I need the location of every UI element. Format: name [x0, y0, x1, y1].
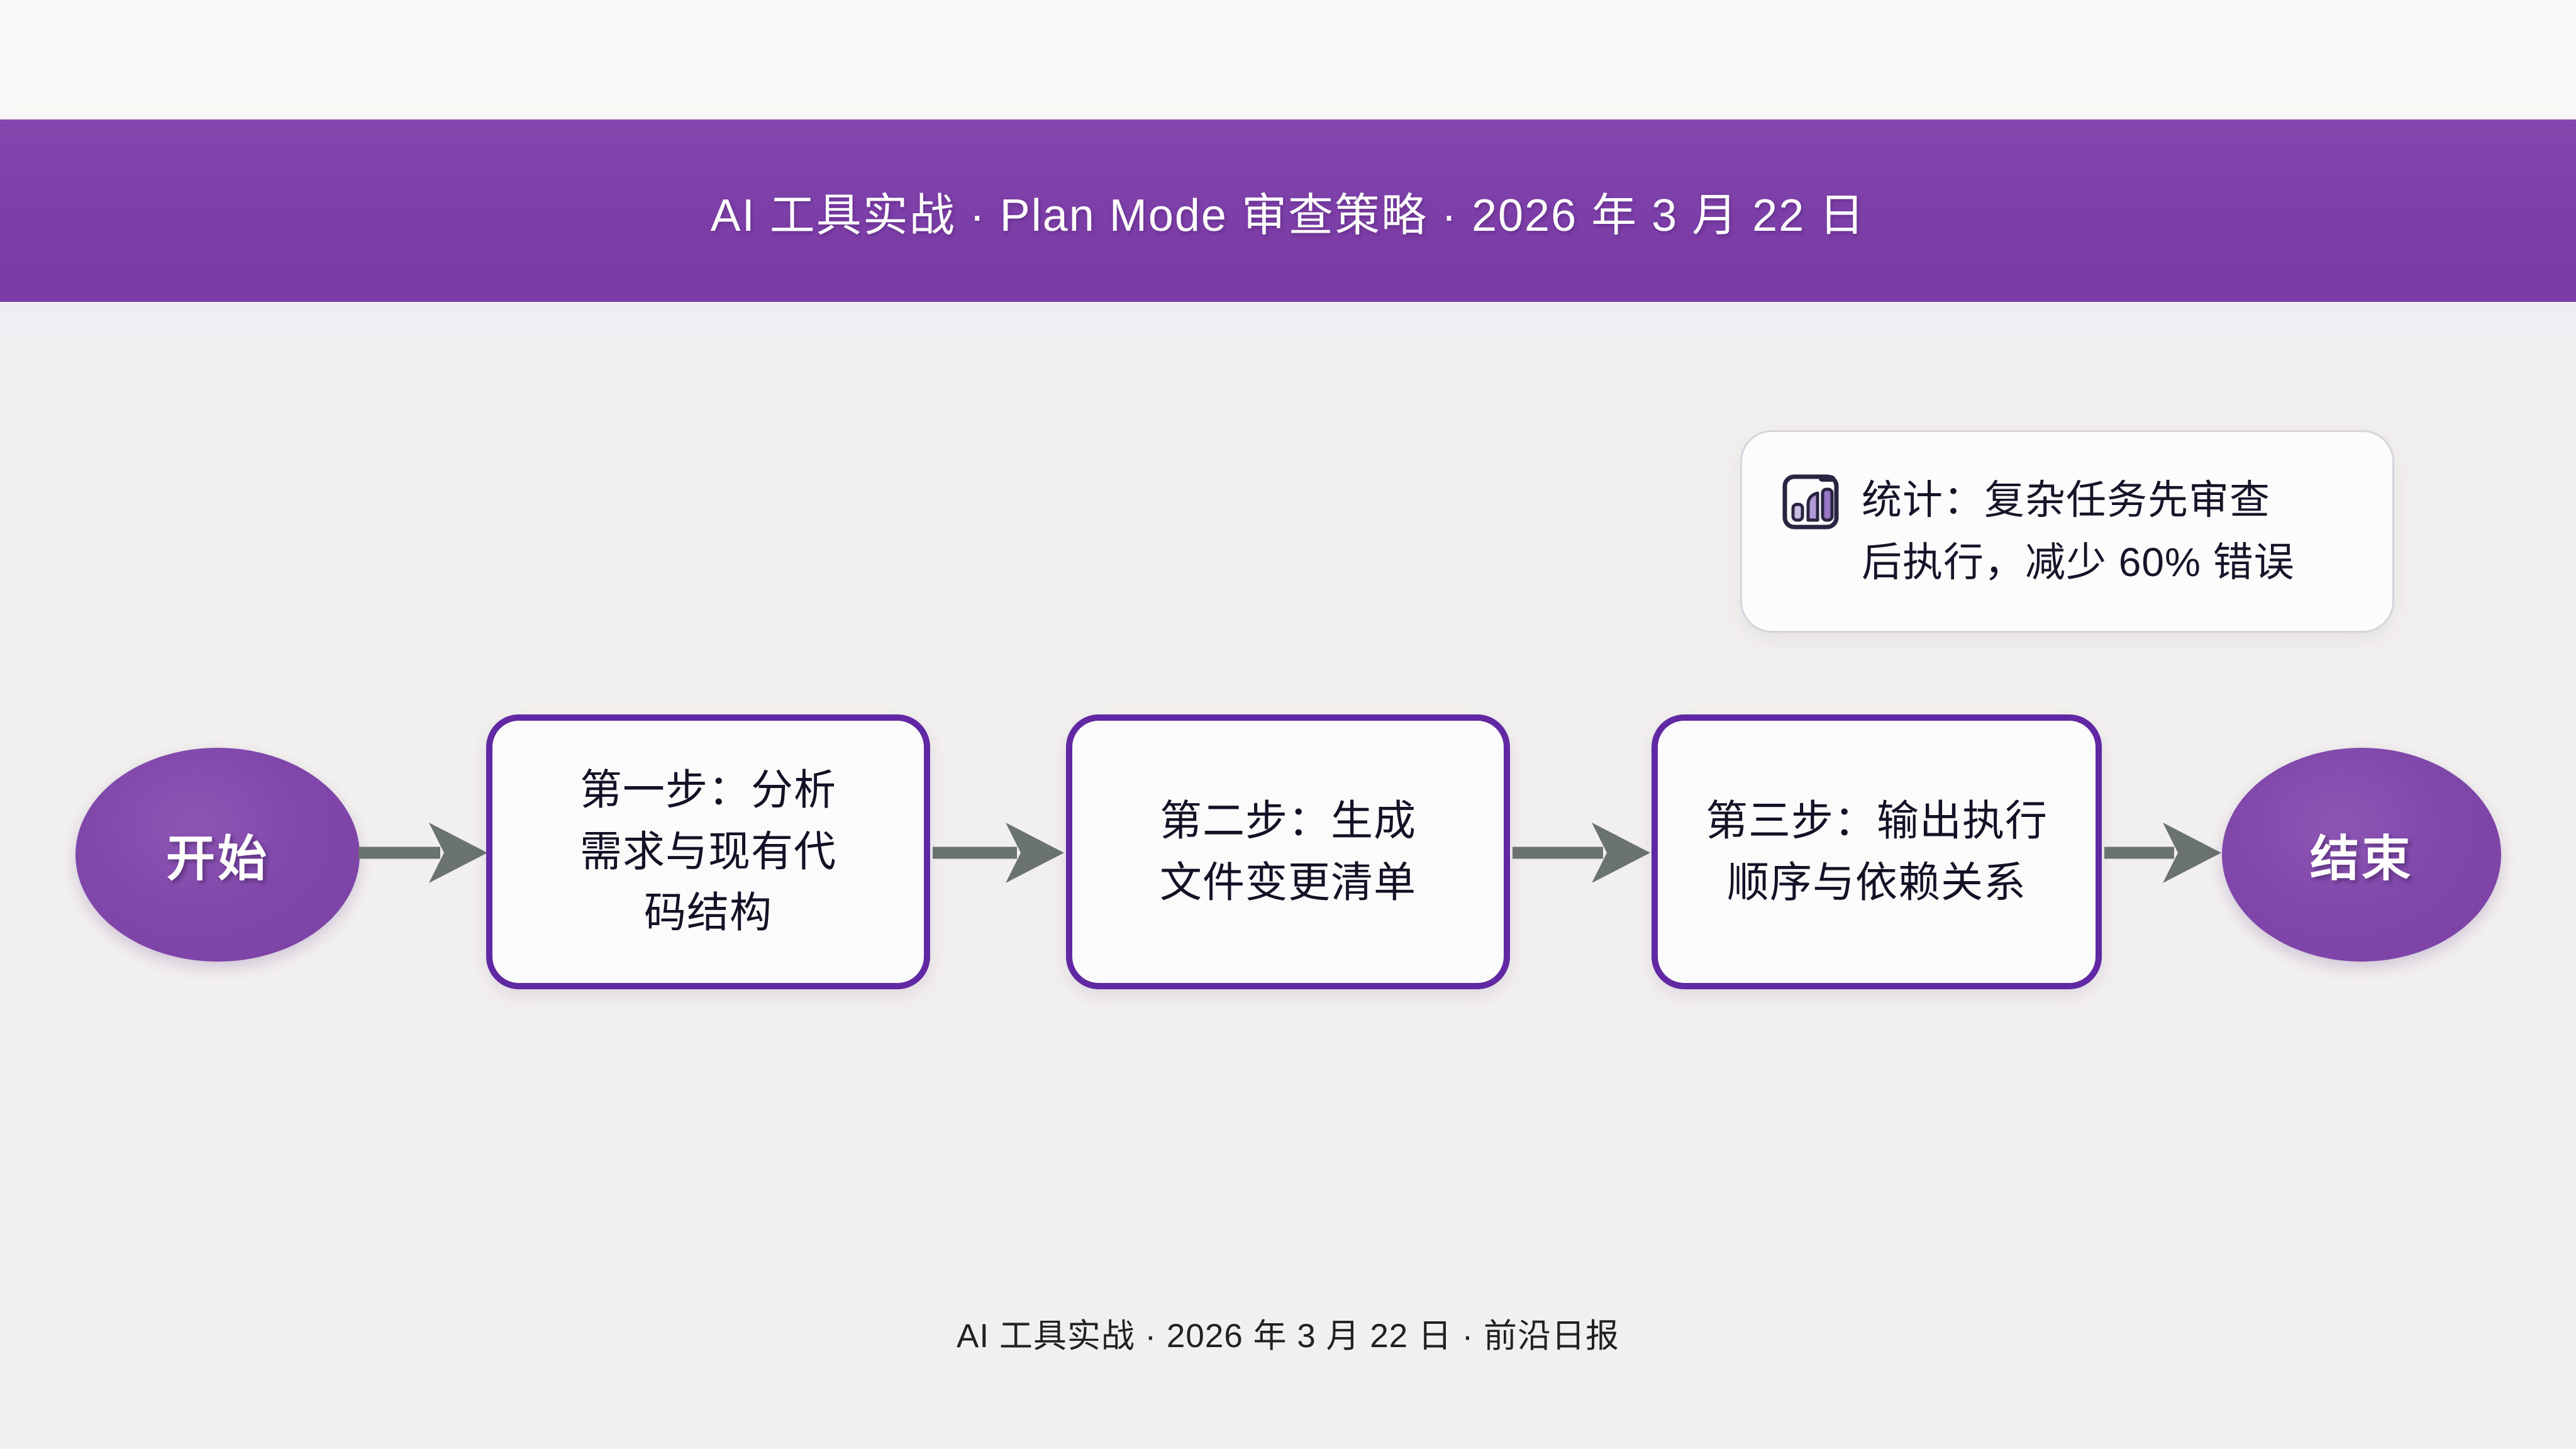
stats-line: 后执行，减少 60% 错误: [1862, 540, 2295, 585]
top-strip: [0, 0, 2576, 119]
step-1-line: 第一步：分析: [580, 766, 836, 814]
bar-chart-icon: [1782, 474, 1839, 530]
footer-caption: AI 工具实战 · 2026 年 3 月 22 日 · 前沿日报: [957, 1318, 1619, 1355]
step-3-line: 顺序与依赖关系: [1727, 858, 2026, 906]
step-2-node: 第二步：生成 文件变更清单: [1066, 714, 1510, 989]
flow-arrow-4: [2104, 815, 2221, 891]
step-3-node: 第三步：输出执行 顺序与依赖关系: [1652, 714, 2102, 989]
step-2-line: 文件变更清单: [1160, 858, 1416, 906]
start-node-label: 开始: [165, 831, 269, 886]
flow-arrow-2: [933, 815, 1064, 891]
stats-text: 统计：复杂任务先审查 后执行，减少 60% 错误: [1862, 469, 2295, 594]
flow-arrow-1: [358, 815, 487, 891]
banner-underglow: [0, 302, 2576, 365]
step-1-line: 码结构: [644, 889, 772, 937]
step-1-node: 第一步：分析 需求与现有代 码结构: [486, 714, 930, 989]
flow-arrow-3: [1513, 815, 1650, 891]
start-node: 开始: [75, 748, 360, 962]
page-title: AI 工具实战 · Plan Mode 审查策略 · 2026 年 3 月 22…: [710, 190, 1866, 241]
stats-line: 统计：复杂任务先审查: [1862, 477, 2270, 523]
step-1-line: 需求与现有代: [580, 828, 836, 875]
step-2-line: 第二步：生成: [1160, 797, 1416, 845]
stats-card: 统计：复杂任务先审查 后执行，减少 60% 错误: [1740, 430, 2394, 633]
end-node: 结束: [2222, 748, 2501, 962]
end-node-label: 结束: [2309, 831, 2413, 886]
title-banner: AI 工具实战 · Plan Mode 审查策略 · 2026 年 3 月 22…: [0, 119, 2576, 302]
step-3-line: 第三步：输出执行: [1706, 797, 2048, 845]
